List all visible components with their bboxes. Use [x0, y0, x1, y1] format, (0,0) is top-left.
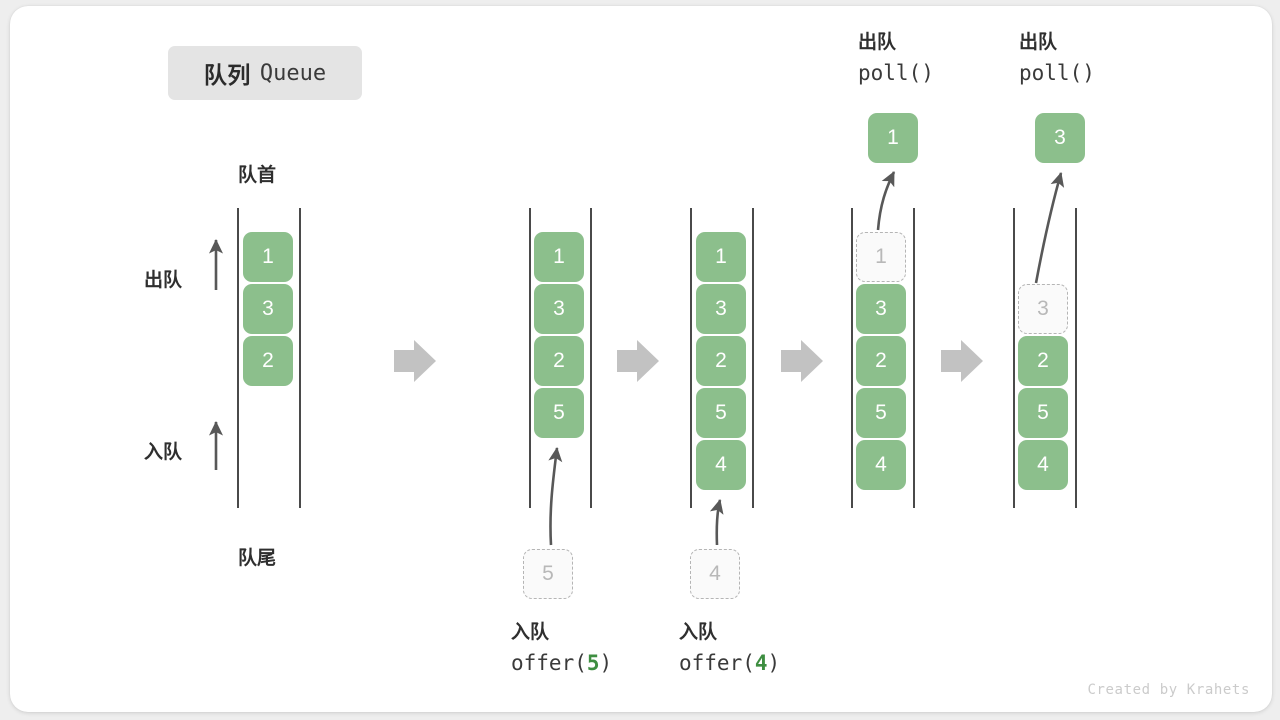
operation-poll-1: 出队 poll()	[858, 28, 934, 88]
queue-item: 3	[856, 284, 906, 334]
removed-item-ghost: 1	[856, 232, 906, 282]
rail-right-col1	[299, 208, 301, 508]
label-enqueue-direction: 入队	[144, 442, 183, 463]
rail-right-col4	[913, 208, 915, 508]
operation-poll-1-code: poll()	[858, 61, 934, 85]
queue-item: 1	[243, 232, 293, 282]
operation-offer-5-code: offer(5)	[511, 651, 613, 675]
operation-poll-3: 出队 poll()	[1019, 28, 1095, 88]
operation-offer-5-cn: 入队	[511, 622, 550, 643]
removed-item-ghost: 3	[1018, 284, 1068, 334]
rail-right-col3	[752, 208, 754, 508]
rail-right-col2	[590, 208, 592, 508]
queue-item: 2	[1018, 336, 1068, 386]
queue-item: 4	[696, 440, 746, 490]
rail-left-col2	[529, 208, 531, 508]
queue-item: 4	[856, 440, 906, 490]
transition-arrow	[617, 340, 659, 382]
rail-left-col3	[690, 208, 692, 508]
queue-item: 3	[534, 284, 584, 334]
popped-value: 3	[1035, 113, 1085, 163]
operation-offer-4: 入队 offer(4)	[679, 618, 780, 678]
label-dequeue-direction: 出队	[144, 270, 183, 291]
queue-item: 1	[696, 232, 746, 282]
operation-poll-1-cn: 出队	[858, 32, 897, 53]
operation-poll-3-cn: 出队	[1019, 32, 1058, 53]
queue-item: 2	[696, 336, 746, 386]
queue-item: 5	[1018, 388, 1068, 438]
queue-item: 5	[696, 388, 746, 438]
queue-item: 3	[243, 284, 293, 334]
queue-item: 2	[856, 336, 906, 386]
rail-right-col5	[1075, 208, 1077, 508]
transition-arrow	[941, 340, 983, 382]
operation-offer-5: 入队 offer(5)	[511, 618, 612, 678]
watermark: Created by Krahets	[1087, 682, 1250, 698]
queue-item: 1	[534, 232, 584, 282]
rail-left-col1	[237, 208, 239, 508]
enqueue-curve-4	[709, 498, 724, 546]
operation-poll-3-code: poll()	[1019, 61, 1095, 85]
operation-offer-4-cn: 入队	[679, 622, 718, 643]
label-rear: 队尾	[238, 548, 277, 569]
pending-enqueue-value: 4	[690, 549, 740, 599]
queue-item: 2	[534, 336, 584, 386]
operation-offer-4-code: offer(4)	[679, 651, 781, 675]
queue-item: 3	[696, 284, 746, 334]
rail-left-col4	[851, 208, 853, 508]
queue-item: 4	[1018, 440, 1068, 490]
title-english: Queue	[259, 60, 327, 86]
pending-enqueue-value: 5	[523, 549, 573, 599]
transition-arrow	[394, 340, 436, 382]
label-front: 队首	[238, 165, 277, 186]
enqueue-curve-5	[548, 446, 563, 546]
dequeue-curve-1	[876, 171, 896, 231]
rail-left-col5	[1013, 208, 1015, 508]
popped-value: 1	[868, 113, 918, 163]
transition-arrow	[781, 340, 823, 382]
queue-item: 2	[243, 336, 293, 386]
queue-item: 5	[534, 388, 584, 438]
diagram-title: 队列 Queue	[168, 46, 362, 100]
queue-item: 5	[856, 388, 906, 438]
title-chinese: 队列	[203, 62, 251, 88]
dequeue-curve-3	[1034, 171, 1065, 284]
